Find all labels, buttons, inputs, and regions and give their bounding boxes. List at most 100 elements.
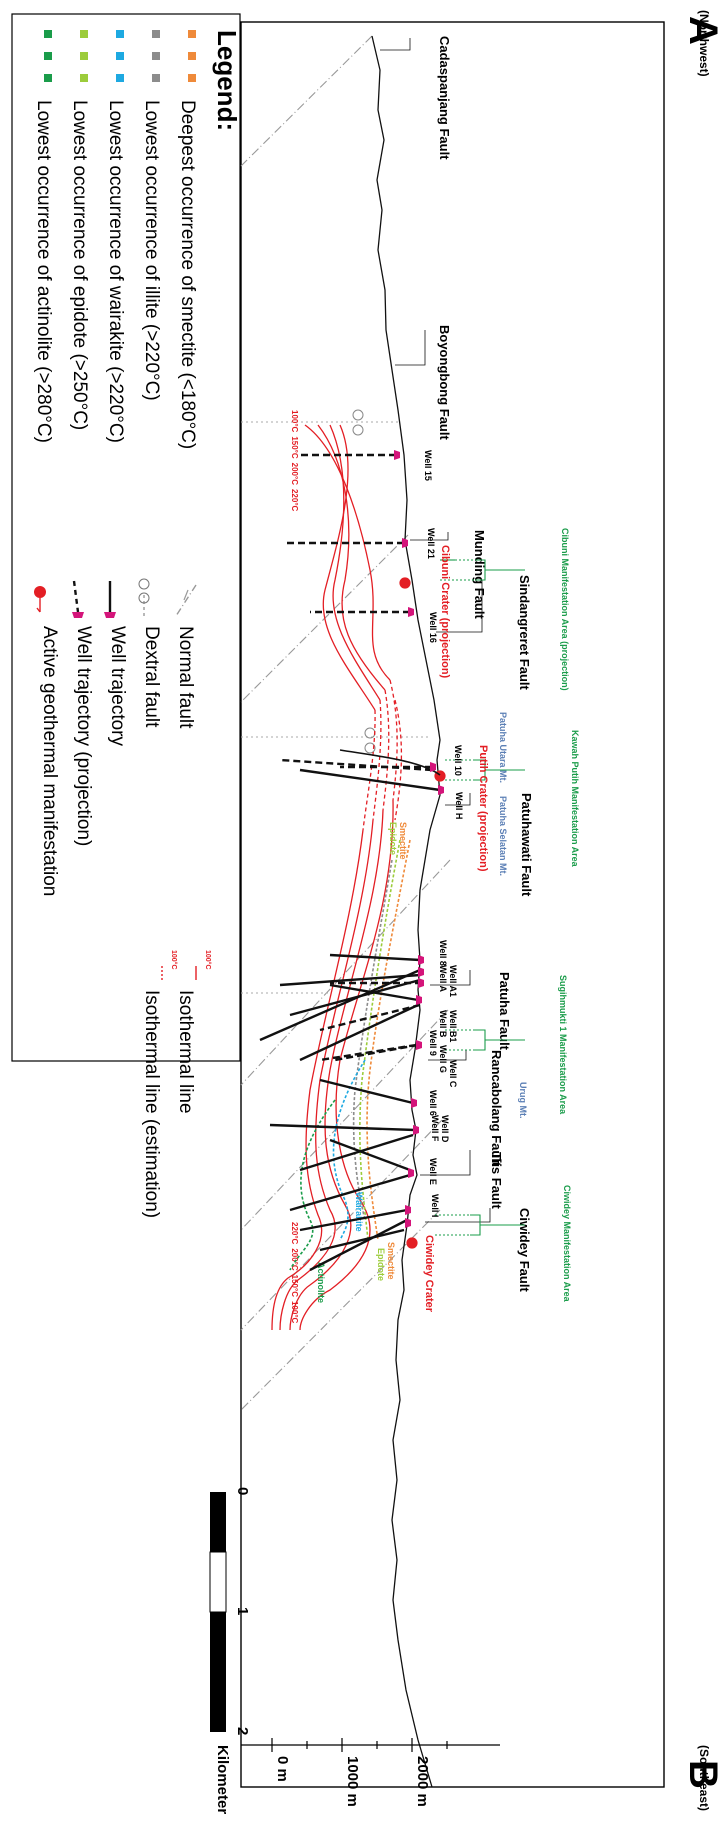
fault-label-tiis: Tiis Fault [489, 1152, 504, 1209]
fault-label-patuhawati: Patuhawati Fault [519, 793, 534, 897]
legend-label-wairakite: Lowest occurrence of wairakite (>220°C) [105, 100, 126, 443]
depth-tick-1000: 1000 m [344, 1756, 361, 1807]
manifestation-sugihmukti-label: Sugihmukti 1 Manifestation Area [558, 975, 568, 1115]
well-label: Well 9 [428, 1030, 438, 1056]
legend: Legend: Deepest occurrence of smectite (… [11, 13, 242, 1218]
fault-labels: Cadaspanjang Fault Boyongbong Fault Mund… [437, 36, 534, 1292]
isotherms [271, 424, 403, 1331]
legend-label-isotherm: Isothermal line [175, 990, 196, 1114]
legend-label-isotherm-estimation: Isothermal line (estimation) [141, 990, 162, 1218]
fault-label-sindangreret: Sindangreret Fault [517, 575, 532, 691]
legend-well-projection: Well trajectory (projection) [72, 580, 94, 846]
crater-cibuni: Cibuni Crater (projection) [439, 545, 451, 679]
crater-putih: Putih Crater (projection) [477, 745, 489, 872]
isotherm-labels: 100°C150°C200°C220°C 220°C200°C150°C100°… [290, 410, 299, 1324]
legend-mineral-actinolite: Lowest occurrence of actinolite (>280°C) [33, 30, 54, 443]
well-label: Well C [448, 1060, 458, 1088]
legend-isotherm-estimation: 100°C Isothermal line (estimation) [141, 950, 178, 1218]
ciwidey-manifestation-marker [406, 1237, 418, 1249]
well-label: Well 8 [438, 940, 448, 966]
manifestation-cibuni-label: Cibuni Manifestation Area (projection) [560, 528, 570, 691]
well-trajectories [259, 453, 441, 1272]
fault-label-ciwidey: Ciwidey Fault [517, 1208, 532, 1292]
scale-tick-0: 0 [234, 1487, 251, 1495]
legend-label-well-projection: Well trajectory (projection) [73, 626, 94, 846]
depth-axis: 0 m 1000 m 2000 m [241, 1738, 500, 1807]
mountain-urug: Urug Mt. [518, 1082, 528, 1119]
legend-title: Legend: [212, 30, 242, 131]
well-label: Well G [438, 1045, 448, 1073]
northwest-label: (Northwest) [697, 10, 711, 77]
cibuni-manifestation-marker [399, 577, 411, 589]
crater-labels: Cibuni Crater (projection) Putih Crater … [423, 545, 489, 1313]
mountain-patuha-selatan: Patuha Selatan Mt. [498, 796, 508, 876]
depth-tick-2000: 2000 m [414, 1756, 431, 1807]
mineral-labels: Smectite Epidote Smectite Epidote Wairak… [316, 822, 408, 1303]
label-wairakite: Wairakite [354, 1192, 364, 1232]
well-markers [394, 450, 444, 1228]
manifestation-areas: Cibuni Manifestation Area (projection) K… [435, 528, 580, 1303]
mineral-lines [289, 839, 411, 1271]
well-label: Well 21 [426, 528, 436, 559]
legend-label-dextral-fault: Dextral fault [141, 626, 162, 728]
well-label: Well B [438, 1010, 448, 1038]
label-epidote-south: Epidote [376, 1248, 386, 1281]
southeast-label: (Southeast) [697, 1745, 711, 1811]
well-label: Well B1 [448, 1010, 458, 1042]
legend-label-actinolite: Lowest occurrence of actinolite (>280°C) [33, 100, 54, 443]
smectite-line [366, 839, 411, 1241]
manifestation-ciwidey-label: Ciwidey Manifestation Area [562, 1185, 572, 1303]
legend-mineral-smectite: Deepest occurrence of smectite (<180°C) [177, 30, 198, 449]
fault-leaders [380, 38, 491, 1223]
well-label: Well A [438, 965, 448, 993]
actinolite-line [289, 1099, 336, 1271]
active-manifestations [399, 577, 446, 1249]
legend-normal-fault: Normal fault [175, 584, 197, 729]
normal-fault-line [240, 859, 451, 1086]
mountain-patuha-utara: Patuha Utara Mt. [498, 712, 508, 783]
scale-bar: 0 1 2 Kilometer [209, 1487, 251, 1814]
fault-label-cadaspanjang: Cadaspanjang Fault [437, 36, 452, 160]
legend-mineral-wairakite: Lowest occurrence of wairakite (>220°C) [105, 30, 126, 443]
legend-mineral-epidote: Lowest occurrence of epidote (>250°C) [69, 30, 90, 430]
legend-dextral-fault: Dextral fault [138, 578, 162, 728]
manifestation-kawah-putih-label: Kawah Putih Manifestation Area [570, 730, 580, 868]
legend-isotherm-est-sample: 100°C [170, 950, 178, 970]
well-label: Well H [454, 792, 464, 819]
section-frame [240, 21, 665, 1788]
normal-fault-line [240, 1119, 443, 1331]
legend-mineral-illite: Lowest occurrence of illite (>220°C) [141, 30, 162, 401]
fault-label-munding: Munding Fault [472, 530, 487, 619]
point-a-label: A [681, 16, 725, 45]
normal-fault-line [240, 35, 373, 167]
well-label: Well 15 [423, 450, 433, 481]
mountain-labels: Patuha Utara Mt. Patuha Selatan Mt. Urug… [498, 712, 528, 1119]
well-label: Well A1 [448, 965, 458, 997]
well-label: Well F [430, 1115, 440, 1142]
wairakite-line [332, 1059, 366, 1241]
legend-well-trajectory: Well trajectory [104, 581, 128, 747]
well-labels: Well 15 Well 21 Well 16 Well 10 Well H W… [423, 450, 464, 1217]
label-actinolite: Actinolite [316, 1262, 326, 1303]
well-label: Well 16 [428, 612, 438, 643]
label-smectite-south: Smectite [386, 1242, 396, 1280]
isotherm-north-labels: 100°C150°C200°C220°C [290, 410, 299, 512]
legend-label-illite: Lowest occurrence of illite (>220°C) [141, 100, 162, 401]
isotherm-south-labels: 220°C200°C150°C100°C [290, 1222, 299, 1324]
dextral-faults [241, 421, 430, 994]
legend-label-well-trajectory: Well trajectory [107, 626, 128, 747]
well-label: Well 10 [453, 745, 463, 776]
well-label: Well D [440, 1115, 450, 1143]
well-label: Well E [428, 1158, 438, 1185]
legend-label-epidote: Lowest occurrence of epidote (>250°C) [69, 100, 90, 430]
legend-isotherm-line: 100°C Isothermal line [175, 950, 212, 1114]
scale-tick-2: 2 [234, 1727, 251, 1735]
scale-unit: Kilometer [214, 1745, 231, 1814]
epidote-line [359, 839, 401, 1241]
well-label: Well 6 [428, 1090, 438, 1116]
topography-line [371, 35, 441, 1788]
legend-isotherm-sample: 100°C [204, 950, 212, 970]
legend-label-active-manifestation: Active geothermal manifestation [39, 626, 60, 896]
scale-tick-1: 1 [234, 1607, 251, 1615]
legend-label-normal-fault: Normal fault [175, 626, 196, 729]
